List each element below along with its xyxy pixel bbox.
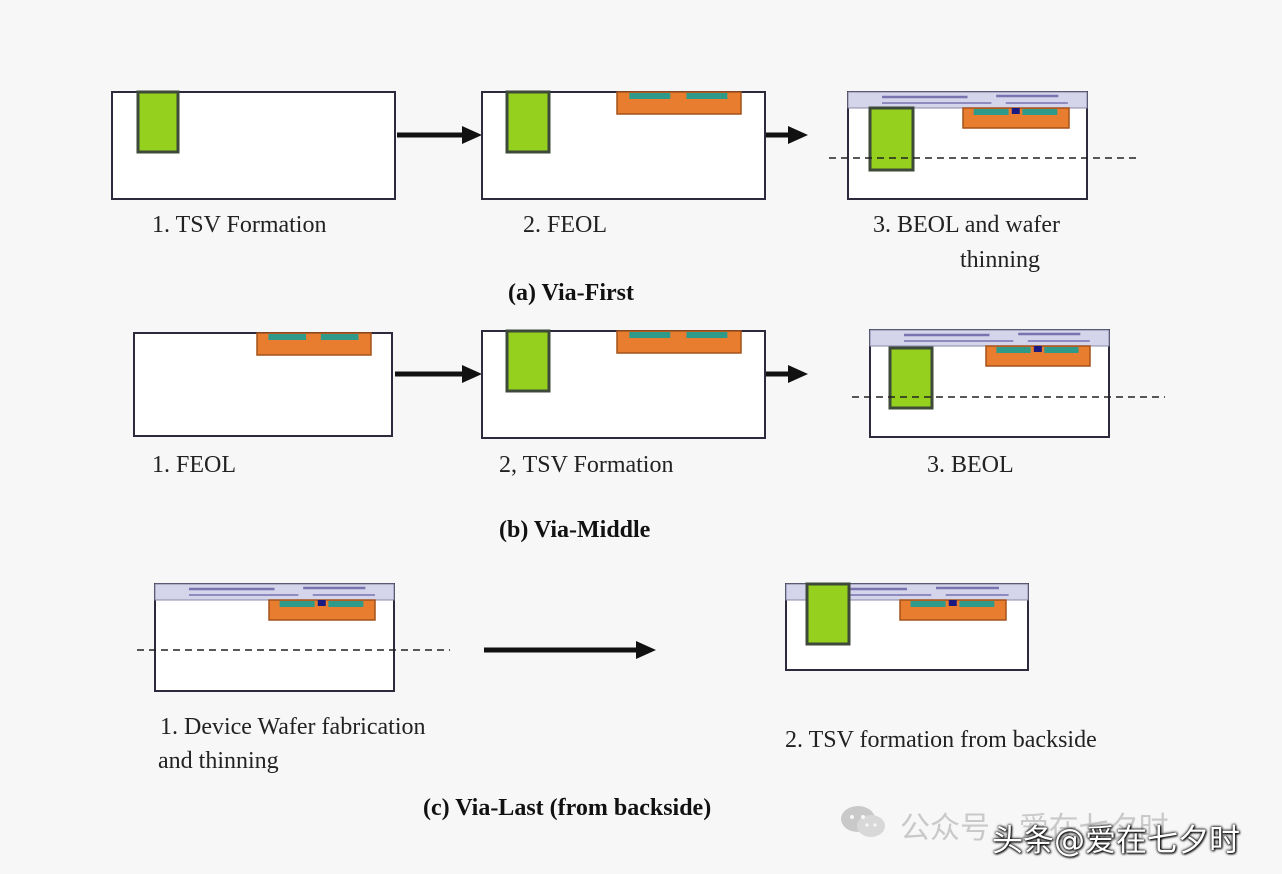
device-contact — [317, 600, 326, 606]
tsv-via — [505, 329, 551, 393]
step-c1-label: 1. Device Wafer fabrication — [160, 714, 426, 740]
tsv-via — [505, 90, 551, 154]
process-arrow-head — [788, 365, 808, 383]
step-b2-label: 2, TSV Formation — [499, 452, 674, 478]
device-pad — [910, 601, 946, 607]
process-arrow-head — [462, 126, 482, 144]
device-pad — [268, 334, 307, 340]
beol-layer — [847, 91, 1088, 109]
device-pad — [686, 93, 728, 99]
device-pad — [629, 332, 671, 338]
watermark-faded: 公众号 · 爱在七夕时 — [900, 811, 1169, 846]
device-pad — [1022, 109, 1058, 115]
device-pad — [320, 334, 359, 340]
device-pad — [279, 601, 315, 607]
device-pad — [973, 109, 1009, 115]
section-c-title: (c) Via-Last (from backside) — [423, 795, 712, 821]
step-a3-label-cont: thinning — [960, 247, 1041, 273]
device-pad — [959, 601, 995, 607]
beol-layer — [869, 329, 1110, 347]
watermark-main: 头条@爱在七夕时 — [992, 823, 1240, 859]
beol-layer — [154, 583, 395, 601]
device-pad — [996, 347, 1031, 353]
device-pad — [629, 93, 671, 99]
device-contact — [1033, 346, 1042, 352]
device-pad — [328, 601, 364, 607]
step-a1-label: 1. TSV Formation — [152, 212, 327, 238]
step-c2-label: 2. TSV formation from backside — [785, 727, 1097, 753]
device-contact — [948, 600, 957, 606]
tsv-via — [136, 90, 180, 154]
tsv-via — [888, 346, 934, 410]
section-a-title: (a) Via-First — [508, 280, 634, 306]
step-a2-label: 2. FEOL — [523, 212, 607, 238]
step-a3-label: 3. BEOL and wafer — [873, 212, 1061, 238]
tsv-via — [868, 106, 915, 172]
step-b3-label: 3. BEOL — [927, 452, 1014, 478]
tsv-via — [805, 582, 851, 646]
step-c1-label-cont: and thinning — [158, 748, 279, 774]
wechat-icon — [838, 804, 888, 840]
process-arrow-head — [462, 365, 482, 383]
process-arrow-head — [636, 641, 656, 659]
section-b-title: (b) Via-Middle — [499, 517, 651, 543]
device-pad — [686, 332, 728, 338]
device-contact — [1011, 108, 1020, 114]
step-b1-label: 1. FEOL — [152, 452, 236, 478]
device-pad — [1044, 347, 1079, 353]
process-arrow-head — [788, 126, 808, 144]
